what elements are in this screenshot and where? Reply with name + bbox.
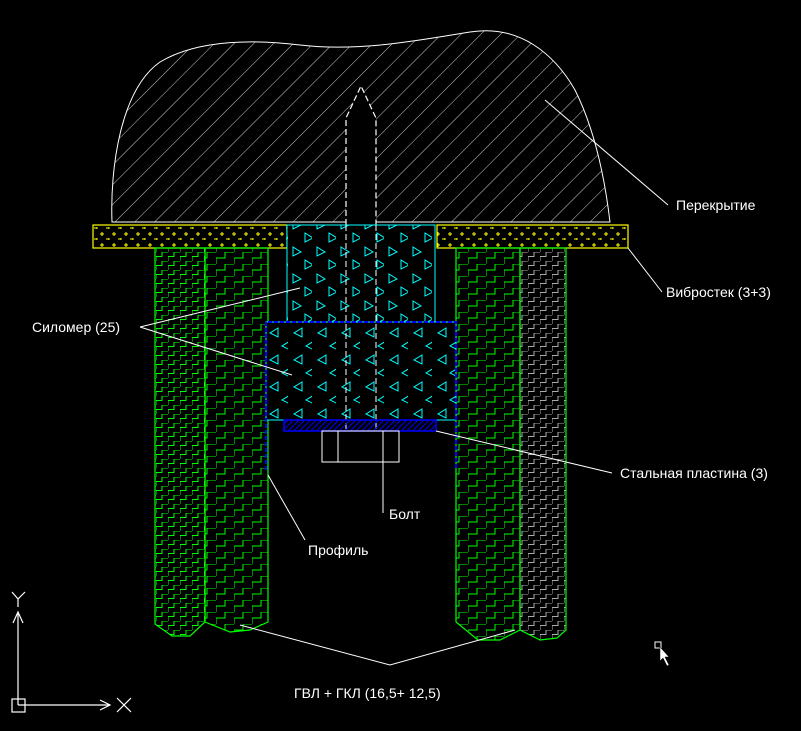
- vibrostek-left: [92, 224, 288, 249]
- label-steel-plate: Стальная пластина (3): [620, 465, 768, 481]
- ucs-icon: [11, 591, 132, 713]
- label-vibrostek: Вибростек (3+3): [666, 284, 771, 300]
- cursor-icon: [654, 641, 670, 667]
- steel-plate: [283, 419, 437, 432]
- vibrostek-right: [436, 224, 629, 249]
- anchor: [345, 84, 377, 225]
- profile: [265, 321, 457, 470]
- bolt: [321, 430, 400, 463]
- label-profile: Профиль: [308, 542, 369, 558]
- label-gypsum: ГВЛ + ГКЛ (16,5+ 12,5): [294, 685, 441, 701]
- gypsum-right: [455, 247, 567, 641]
- label-slab: Перекрытие: [676, 197, 756, 213]
- label-silomer: Силомер (25): [32, 319, 121, 335]
- leader-lines: [139, 99, 669, 666]
- gypsum-left: [154, 247, 269, 637]
- label-bolt: Болт: [389, 506, 421, 522]
